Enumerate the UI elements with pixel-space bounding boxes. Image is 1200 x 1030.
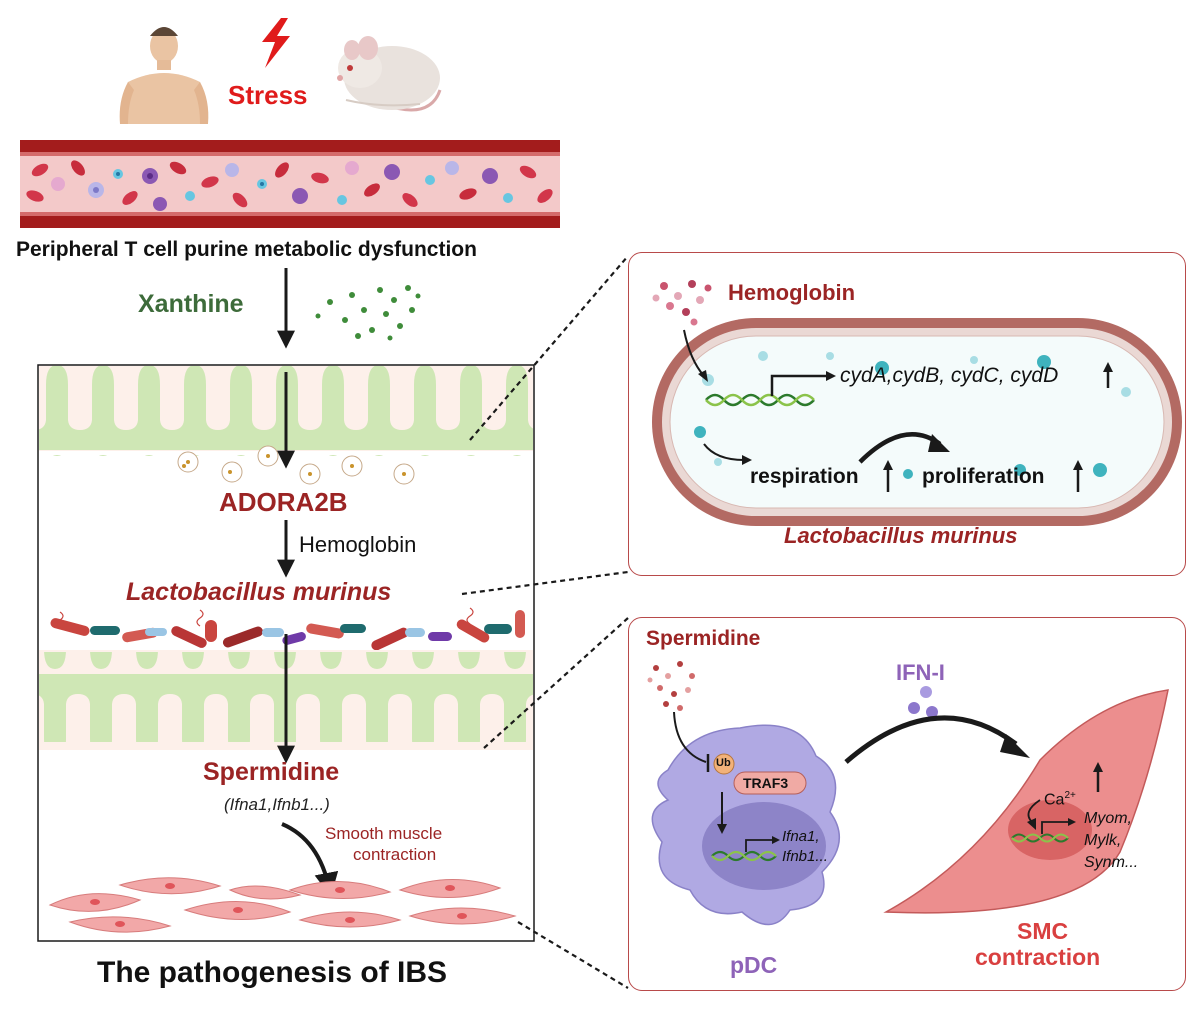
smooth-muscle-label-line1: Smooth muscle xyxy=(325,824,443,843)
bacteria-layer xyxy=(50,607,525,651)
footer-title: The pathogenesis of IBS xyxy=(97,956,448,989)
ub-label: Ub xyxy=(716,757,731,769)
smc-genes-line1: Myom, xyxy=(1084,810,1132,827)
spermidine-label: Spermidine xyxy=(203,758,340,786)
vessel-caption: Peripheral T cell purine metabolic dysfu… xyxy=(16,238,477,261)
lightning-bolt-icon xyxy=(262,18,290,68)
blood-vessel xyxy=(20,140,560,228)
panel-spermidine-label: Spermidine xyxy=(646,627,761,650)
hemoglobin-label: Hemoglobin xyxy=(299,532,417,557)
smc-genes-line3: Synm... xyxy=(1084,854,1139,871)
smc-label-line1: SMC xyxy=(1017,918,1069,944)
lactobacillus-label: Lactobacillus murinus xyxy=(126,578,392,606)
ifn-label: IFN-I xyxy=(896,660,945,685)
respiration-label: respiration xyxy=(750,465,859,488)
panel-hemoglobin-label: Hemoglobin xyxy=(728,280,856,305)
calcium-superscript: 2+ xyxy=(1064,790,1076,801)
pdc-label: pDC xyxy=(730,952,778,978)
adora2b-label: ADORA2B xyxy=(219,487,348,517)
zoom-connectors xyxy=(461,255,629,989)
cyd-genes-label: cydA,cydB, cydC, cydD xyxy=(840,364,1059,387)
blood-cells xyxy=(26,160,553,211)
pdc-genes-line1: Ifna1, xyxy=(782,828,820,845)
smooth-muscle-label-line2: contraction xyxy=(353,845,437,864)
calcium-label: Ca2+ xyxy=(1044,790,1076,809)
pdc-genes-line2: Ifnb1... xyxy=(782,848,828,865)
xanthine-label: Xanthine xyxy=(138,290,244,318)
genes-label: (Ifna1,Ifnb1...) xyxy=(224,795,330,814)
proliferation-label: proliferation xyxy=(922,465,1045,488)
human-figure-icon xyxy=(119,27,209,124)
smooth-muscle-cells xyxy=(48,877,517,933)
xanthine-particles xyxy=(315,285,421,341)
panel-species-label: Lactobacillus murinus xyxy=(784,523,1018,548)
smc-label-line2: contraction xyxy=(975,944,1101,970)
traf3-label: TRAF3 xyxy=(743,775,789,791)
stress-label: Stress xyxy=(228,80,308,110)
adora2b-vesicles xyxy=(177,445,415,485)
smc-genes-line2: Mylk, xyxy=(1084,832,1122,849)
mouse-icon xyxy=(337,36,442,112)
